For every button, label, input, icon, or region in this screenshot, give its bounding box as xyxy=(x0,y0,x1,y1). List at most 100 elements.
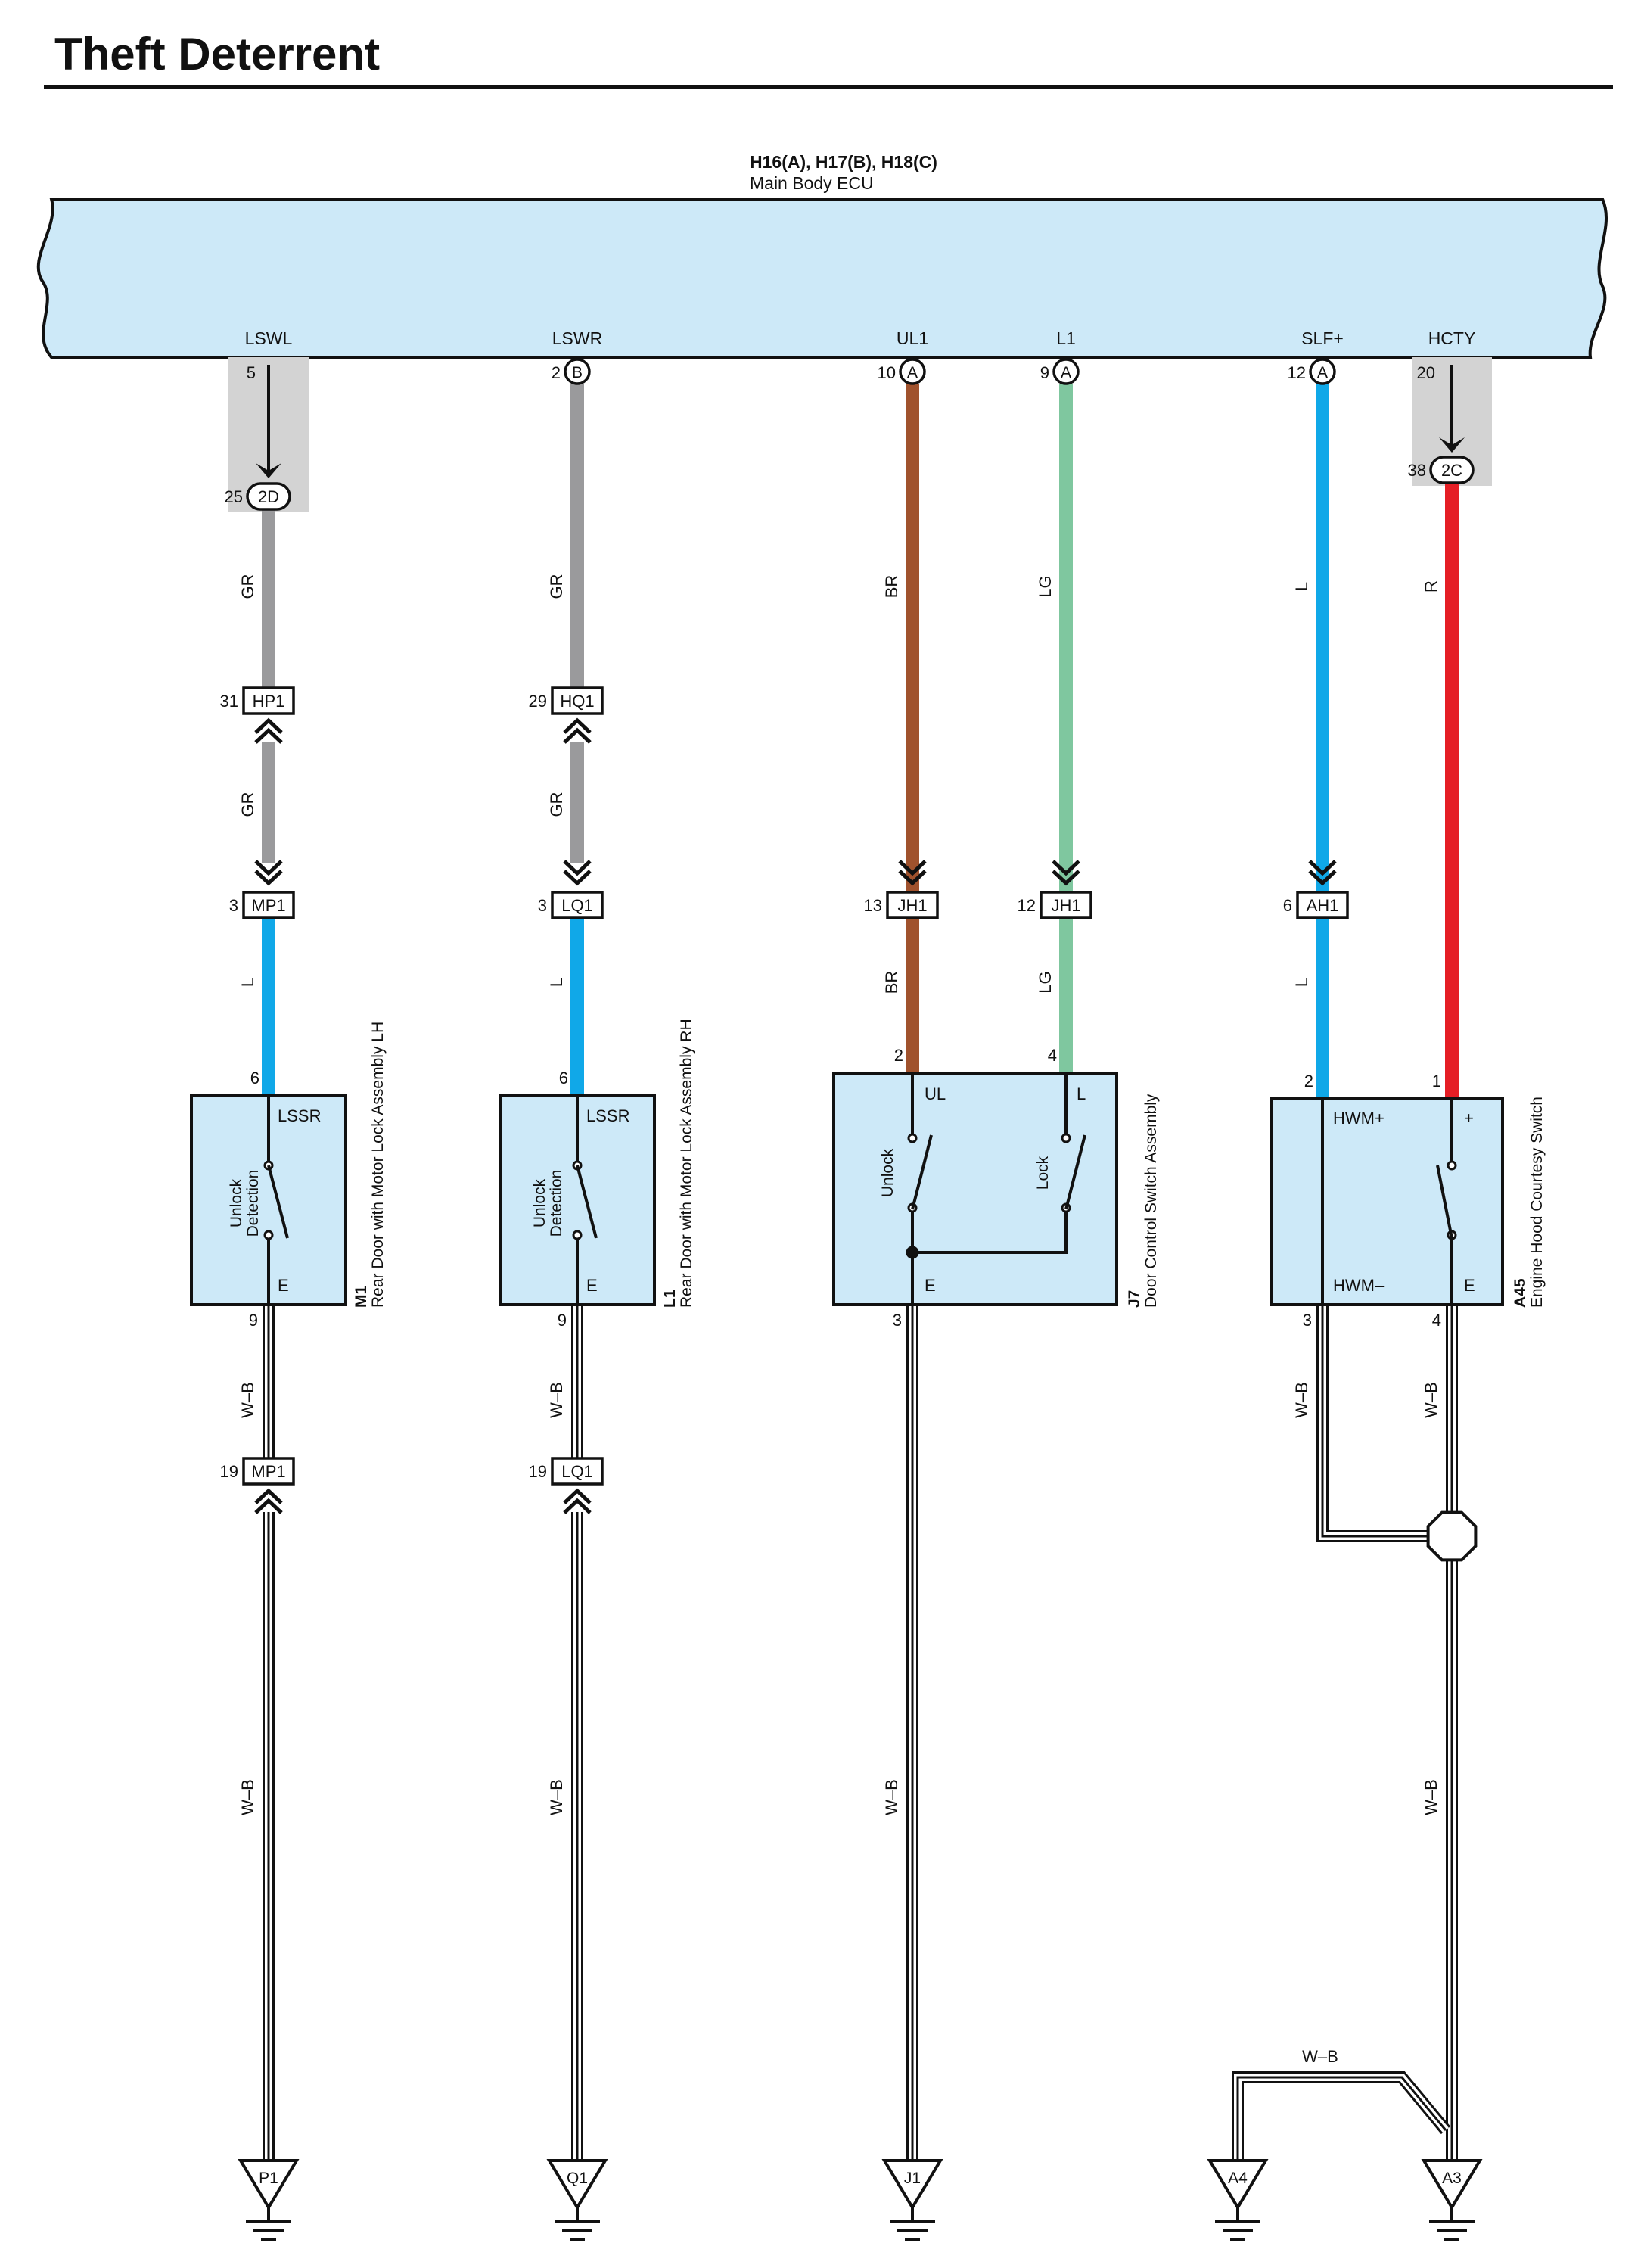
c4-terminal: L1 xyxy=(1056,328,1076,348)
c2-chev3 xyxy=(563,1488,592,1514)
j7-pin-e: 3 xyxy=(893,1311,902,1330)
c2-chev3-v xyxy=(563,1498,592,1514)
c2-term-bottom: E xyxy=(586,1276,598,1295)
c3-ecu-conn-letter: A xyxy=(907,364,918,381)
c6-comp-pin-top: 1 xyxy=(1432,1072,1441,1090)
c2-inline3 xyxy=(551,1457,604,1486)
c1-wire3-label: L xyxy=(238,978,257,987)
c1-wire5-label: W–B xyxy=(238,1779,257,1815)
c1-junction-pin: 25 xyxy=(225,487,243,506)
c1-wire1-label: GR xyxy=(238,574,257,599)
a45-term-plus: + xyxy=(1464,1109,1474,1128)
c6-arrow-head xyxy=(1439,437,1465,453)
c5-ecu-conn xyxy=(1309,358,1336,385)
c2-chev3-v xyxy=(563,1488,592,1504)
c1-inline2-pin: 3 xyxy=(229,896,238,915)
c3-wire3-label: BR xyxy=(882,971,901,994)
c3-inline-pin: 13 xyxy=(864,896,882,915)
c1-junction-label: 2D xyxy=(258,487,279,506)
c3-inline xyxy=(886,891,939,919)
c1-comp-name: Rear Door with Motor Lock Assembly LH xyxy=(369,1022,387,1308)
c5-comp-pin-top: 2 xyxy=(1304,1072,1313,1090)
c1-ground xyxy=(238,2159,300,2210)
a45-box xyxy=(1270,1097,1504,1306)
c1-inline2-label: MP1 xyxy=(251,896,285,915)
c1-wire4-label: W–B xyxy=(238,1382,257,1418)
c3-inline-label: JH1 xyxy=(897,896,927,915)
c2-terminal: LSWR xyxy=(552,328,602,348)
c4-chev-v xyxy=(1052,870,1080,886)
c1-ground-label: P1 xyxy=(259,2170,278,2187)
c2-wire1-label: GR xyxy=(547,574,566,599)
c1-terminal: LSWL xyxy=(245,328,293,348)
c4-ecu-conn-letter: A xyxy=(1061,364,1071,381)
c1-switch-label-2: Detection xyxy=(244,1170,262,1237)
a45-splice xyxy=(1426,1510,1478,1562)
wire-layer xyxy=(262,384,1459,2161)
c2-term-top: LSSR xyxy=(586,1106,629,1125)
a45-name: Engine Hood Courtesy Switch xyxy=(1528,1097,1546,1308)
c1-chev1 xyxy=(254,717,283,744)
j7-bus xyxy=(912,1211,1068,1254)
c1-inline1-pin: 31 xyxy=(220,692,238,711)
ecu-name: Main Body ECU xyxy=(750,173,874,193)
c6-ecu-pin: 20 xyxy=(1417,363,1435,382)
c2-comp-pin-bottom: 9 xyxy=(558,1311,567,1330)
c2-comp-code: L1 xyxy=(661,1289,679,1308)
c1-term-bottom: E xyxy=(278,1276,289,1295)
j7-lock-contact-top xyxy=(1061,1133,1071,1143)
c5-wire1-label: L xyxy=(1292,582,1311,591)
c6-wire1-label: R xyxy=(1422,580,1440,593)
c3-wire1-label: BR xyxy=(882,575,901,599)
c3-ecu-pin: 10 xyxy=(878,363,896,382)
c2-inline3-pin: 19 xyxy=(529,1462,547,1481)
page-title: Theft Deterrent xyxy=(54,29,380,79)
j7-wire-e-label: W–B xyxy=(882,1779,901,1815)
a45-wire-hwm-outer xyxy=(1316,1305,1429,1542)
c2-chev2-v xyxy=(563,860,592,876)
a45-ground-a xyxy=(1207,2159,1269,2210)
c2-inline2 xyxy=(551,891,604,919)
c2-wire2-label: GR xyxy=(547,792,566,817)
c2-wire5-label: W–B xyxy=(547,1779,566,1815)
c2-ecu-conn xyxy=(564,358,591,385)
c1-comp-code: M1 xyxy=(353,1286,370,1308)
j7-ground-label: J1 xyxy=(904,2170,921,2187)
c1-inline3 xyxy=(242,1457,295,1486)
c1-sw-blade xyxy=(267,1165,289,1239)
c1-term-top: LSSR xyxy=(278,1106,321,1125)
j7-code: J7 xyxy=(1126,1290,1143,1308)
a45-blade xyxy=(1436,1165,1453,1239)
c4-chev-v xyxy=(1052,860,1080,876)
c3-chev-v xyxy=(898,860,927,876)
c2-ground xyxy=(546,2159,608,2210)
c5-chev-v xyxy=(1308,870,1337,886)
c5-terminal: SLF+ xyxy=(1301,328,1344,348)
ecu-box xyxy=(36,198,1608,359)
a45-wire-branch-fill xyxy=(1234,2074,1449,2161)
c1-chev3-v xyxy=(254,1488,283,1504)
ecu-code: H16(A), H17(B), H18(C) xyxy=(750,152,937,172)
c2-chev2 xyxy=(563,860,592,886)
c2-wire3-label: L xyxy=(547,978,566,987)
a45-pin-hwm-minus: 3 xyxy=(1303,1311,1312,1330)
c2-inline1-label: HQ1 xyxy=(560,692,594,711)
c1-wire2-label: GR xyxy=(238,792,257,817)
c1-chev1-v xyxy=(254,727,283,744)
c3-terminal: UL1 xyxy=(897,328,928,348)
c1-sw-contact-bottom xyxy=(263,1230,274,1240)
c4-wire3-label: LG xyxy=(1036,971,1055,993)
c2-chev1-v xyxy=(563,727,592,744)
c4-inline-label: JH1 xyxy=(1051,896,1080,915)
c6-junction xyxy=(1429,456,1475,484)
c2-chev2-v xyxy=(563,870,592,886)
a45-ground-b xyxy=(1421,2159,1483,2210)
a45-wire-d-label: W–B xyxy=(1302,2047,1338,2066)
c1-inline3-pin: 19 xyxy=(220,1462,238,1481)
c6-junction-label: 2C xyxy=(1441,461,1462,480)
a45-wire-c-label: W–B xyxy=(1422,1779,1440,1815)
c1-chev2 xyxy=(254,860,283,886)
c4-inline-pin: 12 xyxy=(1018,896,1036,915)
